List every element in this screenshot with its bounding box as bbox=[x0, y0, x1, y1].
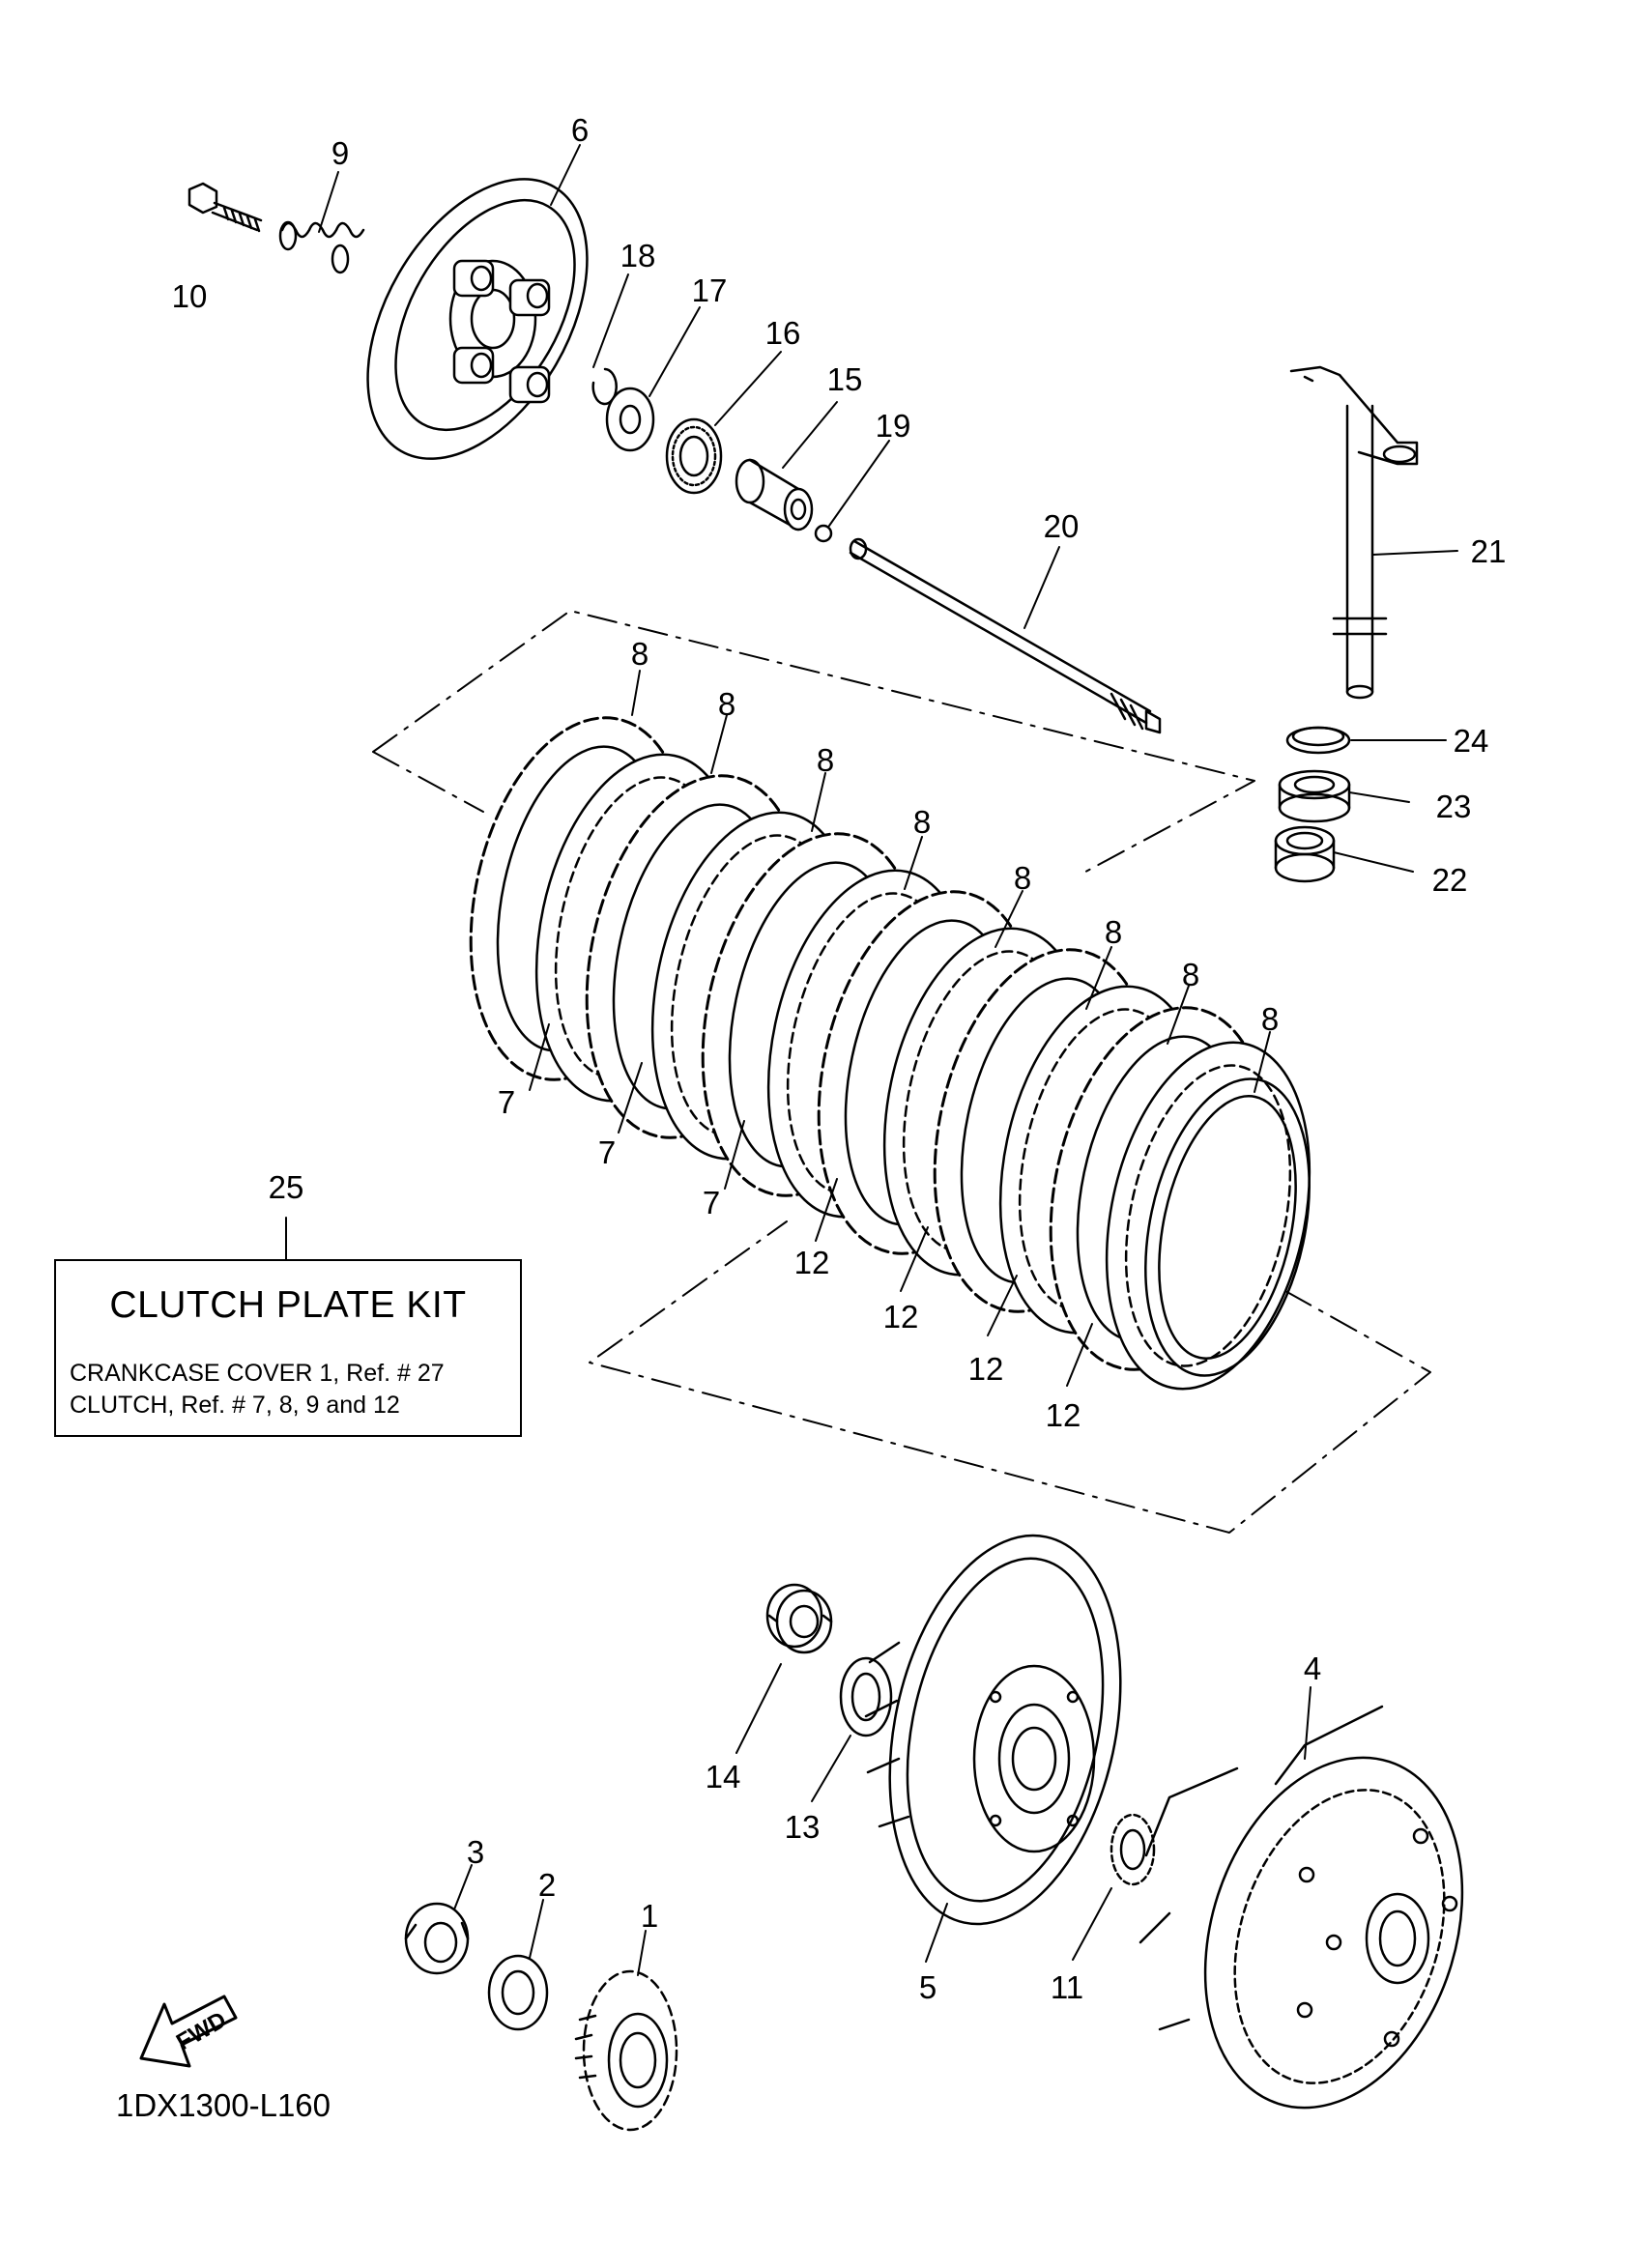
callout-20: 20 bbox=[1044, 508, 1080, 544]
part-2-washer bbox=[487, 1954, 549, 2031]
part-14-seal bbox=[765, 1583, 833, 1654]
part-20-push-rod bbox=[849, 537, 1162, 734]
part-10-bolt bbox=[187, 182, 263, 233]
part-17-washer bbox=[605, 387, 655, 452]
clutch-plates-stack bbox=[469, 716, 1312, 1391]
callout-10: 10 bbox=[172, 278, 208, 314]
part-6-pressure-plate bbox=[366, 178, 589, 460]
kit-note-line-2: CLUTCH, Ref. # 7, 8, 9 and 12 bbox=[70, 1392, 400, 1419]
clutch-plate-kit-box: CLUTCH PLATE KIT CRANKCASE COVER 1, Ref.… bbox=[54, 1259, 522, 1437]
callout-8-b: 8 bbox=[718, 686, 735, 722]
callout-1: 1 bbox=[641, 1898, 658, 1934]
callout-8-h: 8 bbox=[1261, 1001, 1279, 1037]
callout-17: 17 bbox=[692, 273, 728, 308]
callout-numbers: 9 6 10 18 17 16 15 19 20 21 24 23 22 8 8… bbox=[172, 112, 1507, 2005]
upper-plate-frame bbox=[372, 610, 1431, 1534]
part-16-bearing bbox=[665, 417, 723, 495]
callout-12-d: 12 bbox=[1046, 1397, 1081, 1433]
callout-8-d: 8 bbox=[913, 804, 931, 840]
part-15-push-rod bbox=[735, 458, 814, 531]
callout-5: 5 bbox=[919, 1969, 937, 2005]
callout-12-c: 12 bbox=[968, 1351, 1004, 1387]
callout-7-c: 7 bbox=[703, 1185, 720, 1220]
part-24-circlip bbox=[1285, 726, 1351, 755]
part-4-clutch-housing bbox=[1139, 1705, 1464, 2110]
callout-18: 18 bbox=[620, 238, 656, 273]
callout-8-f: 8 bbox=[1105, 914, 1122, 950]
callout-24: 24 bbox=[1454, 723, 1489, 759]
part-22-bearing bbox=[1274, 825, 1336, 883]
callout-21: 21 bbox=[1471, 533, 1507, 569]
leader-lines bbox=[285, 144, 1458, 1976]
fwd-arrow-icon bbox=[139, 1995, 238, 2068]
callout-14: 14 bbox=[706, 1759, 741, 1794]
callout-11: 11 bbox=[1051, 1969, 1083, 2005]
part-19-ball bbox=[814, 524, 833, 543]
callout-6: 6 bbox=[571, 112, 589, 148]
callout-15: 15 bbox=[827, 361, 863, 397]
diagram-code: 1DX1300-L160 bbox=[116, 2087, 331, 2123]
kit-note-line-1: CRANKCASE COVER 1, Ref. # 27 bbox=[70, 1360, 445, 1387]
part-5-clutch-boss bbox=[864, 1534, 1122, 1926]
callout-13: 13 bbox=[785, 1809, 821, 1845]
part-13-washer bbox=[839, 1656, 893, 1737]
callout-7-b: 7 bbox=[598, 1134, 616, 1170]
part-11-lock-washer bbox=[1110, 1813, 1156, 1886]
callout-8-g: 8 bbox=[1182, 957, 1199, 992]
callout-4: 4 bbox=[1304, 1651, 1321, 1686]
callout-9: 9 bbox=[331, 135, 349, 171]
part-3-nut bbox=[404, 1902, 470, 1975]
callout-23: 23 bbox=[1436, 789, 1472, 824]
callout-7-a: 7 bbox=[498, 1084, 515, 1120]
callout-19: 19 bbox=[876, 408, 911, 444]
callout-2: 2 bbox=[538, 1867, 556, 1903]
callout-3: 3 bbox=[467, 1834, 484, 1870]
callout-8-c: 8 bbox=[817, 742, 834, 778]
callout-12-a: 12 bbox=[794, 1245, 830, 1280]
part-1-gear bbox=[574, 1969, 678, 2132]
kit-title: CLUTCH PLATE KIT bbox=[109, 1284, 467, 1326]
part-21-lever-shaft bbox=[1289, 365, 1419, 700]
part-9-spring bbox=[278, 220, 365, 274]
callout-12-b: 12 bbox=[883, 1299, 919, 1335]
callout-25: 25 bbox=[269, 1169, 304, 1205]
part-23-oil-seal bbox=[1278, 769, 1351, 823]
callout-22: 22 bbox=[1432, 862, 1468, 898]
callout-8-a: 8 bbox=[631, 636, 649, 672]
callout-16: 16 bbox=[765, 315, 801, 351]
callout-8-e: 8 bbox=[1014, 860, 1031, 896]
